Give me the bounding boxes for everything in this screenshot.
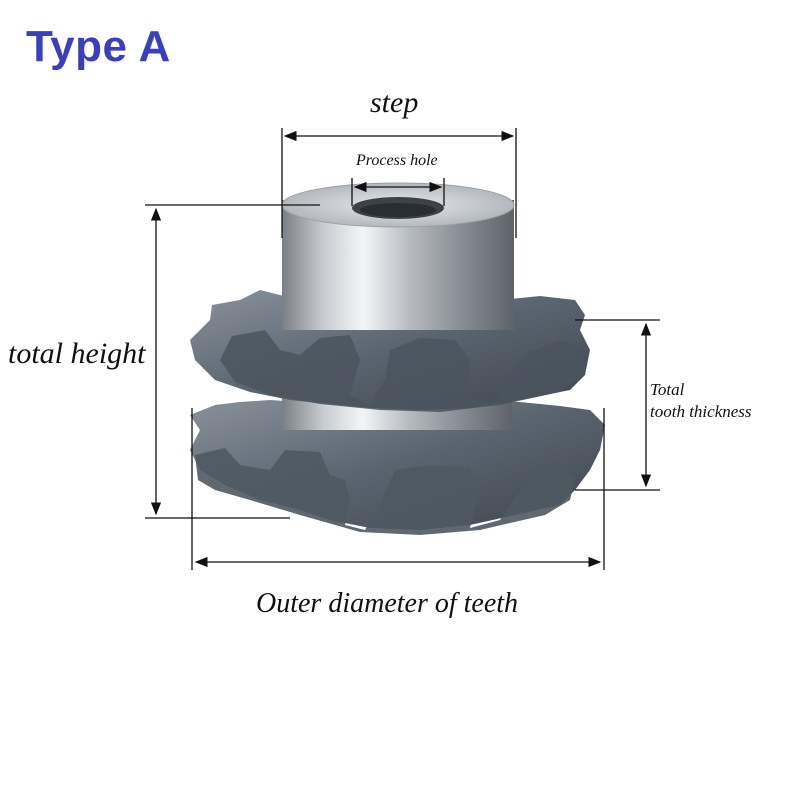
dimension-lines <box>145 128 660 570</box>
process-hole-label: Process hole <box>356 152 438 169</box>
step-label: step <box>370 86 419 119</box>
diagram-title: Type A <box>26 22 171 71</box>
outer-diameter-label: Outer diameter of teeth <box>256 588 519 619</box>
tooth-thickness-label-line2: tooth thickness <box>650 402 752 421</box>
total-height-label: total height <box>8 337 146 370</box>
tooth-thickness-label-line1: Total <box>650 380 685 399</box>
